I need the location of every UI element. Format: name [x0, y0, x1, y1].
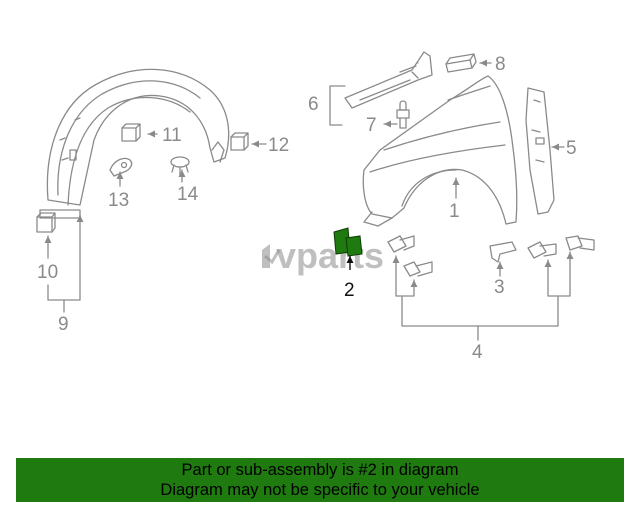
part-14-push-clip [170, 156, 190, 177]
info-banner: Part or sub-assembly is #2 in diagram Di… [16, 458, 624, 502]
fender-seal [525, 87, 555, 215]
part-4-bolt-c [527, 241, 557, 259]
part-3-clip [489, 241, 517, 263]
part-12-clip [230, 132, 249, 151]
banner-line-1: Part or sub-assembly is #2 in diagram [181, 461, 459, 479]
callout-9: 9 [58, 314, 69, 335]
callout-5: 5 [566, 138, 577, 159]
callout-3: 3 [494, 277, 505, 298]
vparts-watermark: vparts [262, 235, 384, 276]
callout-2: 2 [344, 280, 355, 301]
part-11-clip [121, 123, 141, 142]
part-10-clip [36, 212, 56, 233]
callout-6: 6 [308, 94, 319, 115]
callout-11: 11 [162, 125, 182, 146]
callout-1: 1 [449, 201, 460, 222]
fender-bracket [344, 51, 433, 109]
part-8-pad [445, 53, 477, 73]
part-4-bolt-a [387, 235, 415, 253]
part-7-bolt [396, 100, 410, 129]
callout-7: 7 [366, 115, 377, 136]
part-4-bolt-b [403, 261, 433, 277]
callout-12: 12 [268, 135, 289, 156]
inner-fender-liner [39, 68, 230, 219]
watermark-text: vparts [276, 235, 384, 276]
part-13-clip [109, 157, 133, 177]
callout-13: 13 [108, 190, 129, 211]
callout-10: 10 [37, 262, 58, 283]
callout-8: 8 [495, 54, 506, 75]
part-2-highlighted [333, 227, 363, 270]
callout-14: 14 [177, 184, 199, 205]
banner-line-2: Diagram may not be specific to your vehi… [160, 481, 480, 499]
callout-4: 4 [472, 342, 483, 363]
part-4-bolt-d [565, 235, 595, 251]
front-fender [362, 75, 518, 227]
